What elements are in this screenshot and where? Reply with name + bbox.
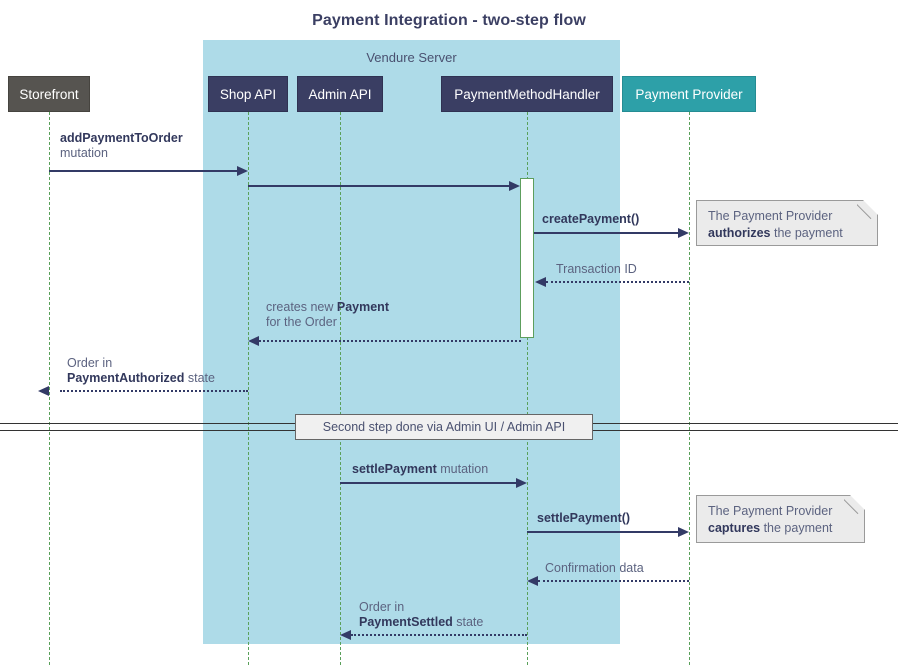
lifeline-shop-api <box>248 112 249 665</box>
arrowhead-confirmation-data <box>527 576 538 586</box>
arrowhead-order-payment-settled <box>340 630 351 640</box>
participant-payment-provider[interactable]: Payment Provider <box>622 76 756 112</box>
message-label-creates-new-payment: creates new Payment for the Order <box>266 300 389 330</box>
arrow-create-payment <box>534 232 678 234</box>
lifeline-payment-method-handler <box>527 112 528 665</box>
message-label-confirmation-data: Confirmation data <box>545 561 644 575</box>
settle-payment-mutation-post: mutation <box>436 462 489 476</box>
arrow-add-payment-to-order <box>49 170 238 172</box>
note-payment-provider-authorizes: The Payment Provider authorizes the paym… <box>696 200 878 246</box>
creates-new-payment-line2: for the Order <box>266 315 337 329</box>
lifeline-payment-provider <box>689 112 690 665</box>
divider-label-box: Second step done via Admin UI / Admin AP… <box>295 414 593 440</box>
arrowhead-settle-payment-call <box>678 527 689 537</box>
message-label-settle-payment-call: settlePayment() <box>537 511 630 526</box>
message-label-create-payment-bold: createPayment() <box>542 212 640 226</box>
note-authorizes-post: the payment <box>770 226 843 240</box>
arrowhead-transaction-id <box>535 277 546 287</box>
message-label-order-payment-authorized: Order in PaymentAuthorized state <box>67 356 215 386</box>
message-label-add-payment-to-order-bold: addPaymentToOrder <box>60 131 183 145</box>
creates-new-payment-bold: Payment <box>336 300 389 314</box>
note-captures-bold: captures <box>708 521 761 535</box>
group-label-vendure-server: Vendure Server <box>366 50 457 65</box>
group-box-vendure-server <box>203 40 620 644</box>
note-captures-line1: The Payment Provider <box>708 504 833 518</box>
note-authorizes-bold: authorizes <box>708 226 771 240</box>
participant-admin-api[interactable]: Admin API <box>297 76 383 112</box>
order-settled-bold: PaymentSettled <box>359 615 453 629</box>
order-settled-line1: Order in <box>359 600 405 614</box>
arrow-creates-new-payment <box>259 340 521 342</box>
participant-shop-api[interactable]: Shop API <box>208 76 288 112</box>
participant-storefront[interactable]: Storefront <box>8 76 90 112</box>
order-settled-post: state <box>452 615 484 629</box>
note-payment-provider-captures: The Payment Provider captures the paymen… <box>696 495 865 543</box>
order-authorized-post: state <box>184 371 215 385</box>
arrow-order-payment-settled <box>351 634 527 636</box>
message-label-order-payment-settled: Order in PaymentSettled state <box>359 600 483 630</box>
arrowhead-order-payment-authorized <box>38 386 49 396</box>
arrow-transaction-id <box>546 281 689 283</box>
message-label-add-payment-to-order-sub: mutation <box>60 146 108 160</box>
arrow-shop-api-to-handler <box>248 185 509 187</box>
creates-new-payment-pre: creates new <box>266 300 337 314</box>
message-label-transaction-id: Transaction ID <box>556 262 637 276</box>
arrowhead-add-payment-to-order <box>237 166 248 176</box>
order-authorized-bold: PaymentAuthorized <box>67 371 185 385</box>
note-fold-edge-icon <box>857 200 878 221</box>
arrowhead-settle-payment-mutation <box>516 478 527 488</box>
arrow-confirmation-data <box>538 580 689 582</box>
participant-payment-method-handler[interactable]: PaymentMethodHandler <box>441 76 613 112</box>
settle-payment-mutation-bold: settlePayment <box>352 462 437 476</box>
arrowhead-shop-api-to-handler <box>509 181 520 191</box>
arrow-settle-payment-mutation <box>340 482 516 484</box>
lifeline-storefront <box>49 112 50 665</box>
message-label-create-payment: createPayment() <box>542 212 639 227</box>
arrow-order-payment-authorized <box>60 390 248 392</box>
arrowhead-create-payment <box>678 228 689 238</box>
lifeline-admin-api <box>340 112 341 665</box>
diagram-title: Payment Integration - two-step flow <box>312 12 586 29</box>
note-captures-post: the payment <box>760 521 833 535</box>
note-authorizes-line1: The Payment Provider <box>708 209 833 223</box>
note-fold-edge-icon-2 <box>844 495 865 516</box>
activation-bar-payment-method-handler <box>520 178 534 338</box>
message-label-add-payment-to-order: addPaymentToOrder mutation <box>60 131 183 161</box>
message-label-settle-payment-mutation: settlePayment mutation <box>352 462 488 477</box>
arrow-settle-payment-call <box>527 531 678 533</box>
settle-payment-call-bold: settlePayment() <box>537 511 631 525</box>
arrowhead-creates-new-payment <box>248 336 259 346</box>
order-authorized-line1: Order in <box>67 356 113 370</box>
